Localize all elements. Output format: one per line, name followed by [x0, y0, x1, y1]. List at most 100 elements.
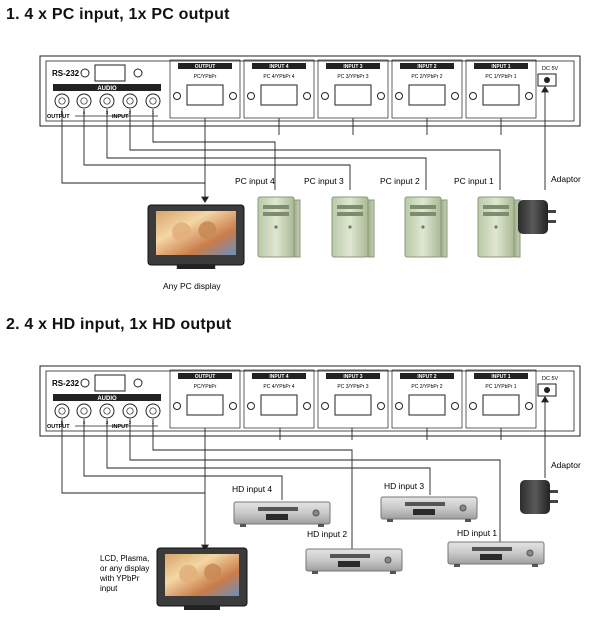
pc-power-button-icon [421, 225, 425, 229]
display-label-line: or any display [100, 564, 149, 573]
audio-jack-inner-icon [80, 97, 88, 105]
port-screw-icon [525, 402, 533, 410]
port-header-label: INPUT 3 [343, 374, 362, 380]
vga-port-icon [482, 84, 520, 106]
port-header-bar [326, 373, 380, 379]
port-screw-icon [173, 402, 181, 410]
pc-side-panel [440, 199, 448, 258]
port-screw-icon [469, 402, 477, 410]
audio-jack-icon [99, 403, 115, 419]
port-header-label: INPUT 4 [269, 64, 288, 70]
port-screw-icon [469, 92, 477, 100]
display-label: Any PC display [163, 281, 221, 291]
pc-side-panel [293, 199, 301, 258]
adaptor-label: Adaptor [551, 174, 581, 184]
port-group [317, 369, 389, 429]
pc-drive-bay-icon [483, 205, 509, 209]
adaptor-prong-icon [550, 490, 558, 493]
port-screw-icon [395, 92, 403, 100]
dvd-display-icon [338, 561, 360, 567]
audio-jack-icon [145, 93, 161, 109]
audio-jack-icon [122, 93, 138, 109]
port-screw-icon [451, 402, 459, 410]
dvd-display-icon [413, 509, 435, 515]
audio-jack-inner-icon [126, 97, 134, 105]
tv-stand-icon [184, 606, 220, 610]
port-header-label: INPUT 1 [491, 64, 510, 70]
pc-drive-bay-icon [263, 212, 289, 216]
audio-output-label: OUTPUT [47, 424, 70, 430]
dvd-foot-icon [318, 524, 324, 527]
audio-output-label: OUTPUT [47, 114, 70, 120]
device-faceplate [45, 60, 575, 122]
rs232-label: RS-232 [52, 69, 80, 78]
audio-input-cable [83, 109, 351, 190]
audio-jack-inner-icon [58, 407, 66, 415]
dc-jack-pin-icon [544, 77, 550, 83]
dc-label: DC 5V [542, 376, 559, 382]
adaptor-prong-icon [548, 210, 556, 213]
screen-face-icon [198, 221, 217, 240]
audio-jack-inner-icon [126, 407, 134, 415]
audio-jack-inner-icon [103, 407, 111, 415]
port-header-bar [178, 63, 232, 69]
port-header-bar [474, 373, 528, 379]
port-screw-icon [173, 92, 181, 100]
display-label-line: with YPbPr [99, 574, 140, 583]
vga-port-icon [334, 394, 372, 416]
port-screw-icon [321, 402, 329, 410]
port-header-label: OUTPUT [195, 64, 216, 70]
port-screw-icon [395, 402, 403, 410]
dvd-foot-icon [532, 564, 538, 567]
port-screw-icon [451, 92, 459, 100]
audio-jack-inner-icon [149, 97, 157, 105]
port-type-label: PC 4/YPbPr 4 [263, 74, 294, 80]
pc-power-button-icon [494, 225, 498, 229]
port-type-label: PC/YPbPr [194, 384, 217, 390]
rs232-screw-icon [80, 68, 90, 78]
port-type-label: PC 1/YPbPr 1 [485, 74, 516, 80]
dc-label: DC 5V [542, 66, 559, 72]
port-screw-icon [247, 402, 255, 410]
port-header-bar [252, 63, 306, 69]
audio-jack-icon [76, 93, 92, 109]
source-label: HD input 1 [457, 528, 497, 538]
vga-port-icon [408, 394, 446, 416]
pc-power-button-icon [348, 225, 352, 229]
pc-drive-bay-icon [410, 212, 436, 216]
rs232-screw-icon [133, 68, 143, 78]
audio-output-cable [61, 419, 205, 494]
audio-jack-icon [54, 93, 70, 109]
audio-jack-inner-icon [80, 407, 88, 415]
section1-title: 1. 4 x PC input, 1x PC output [6, 6, 230, 23]
dvd-tray-icon [330, 554, 370, 558]
port-header-bar [178, 373, 232, 379]
dvd-foot-icon [390, 571, 396, 574]
display-label-line: input [100, 584, 118, 593]
dvd-knob-icon [526, 549, 534, 557]
pc-drive-bay-icon [483, 212, 509, 216]
port-header-label: INPUT 2 [417, 64, 436, 70]
power-adaptor-icon [520, 480, 550, 514]
vga-port-icon [260, 394, 298, 416]
source-label: PC input 2 [380, 176, 420, 186]
port-type-label: PC 3/YPbPr 3 [337, 74, 368, 80]
audio-header-bar [53, 84, 161, 91]
vga-port-icon [482, 394, 520, 416]
port-header-bar [474, 63, 528, 69]
dvd-foot-icon [312, 571, 318, 574]
port-screw-icon [377, 92, 385, 100]
audio-output-cable [61, 109, 205, 184]
port-screw-icon [247, 92, 255, 100]
audio-jack-icon [122, 403, 138, 419]
vga-port-icon [186, 394, 224, 416]
audio-input-label: INPUT [112, 114, 129, 120]
audio-jack-inner-icon [103, 97, 111, 105]
audio-jack-icon [145, 403, 161, 419]
audio-jack-inner-icon [149, 407, 157, 415]
audio-input-cable [129, 419, 501, 542]
adaptor-prong-icon [550, 500, 558, 503]
adaptor-prong-icon [548, 220, 556, 223]
